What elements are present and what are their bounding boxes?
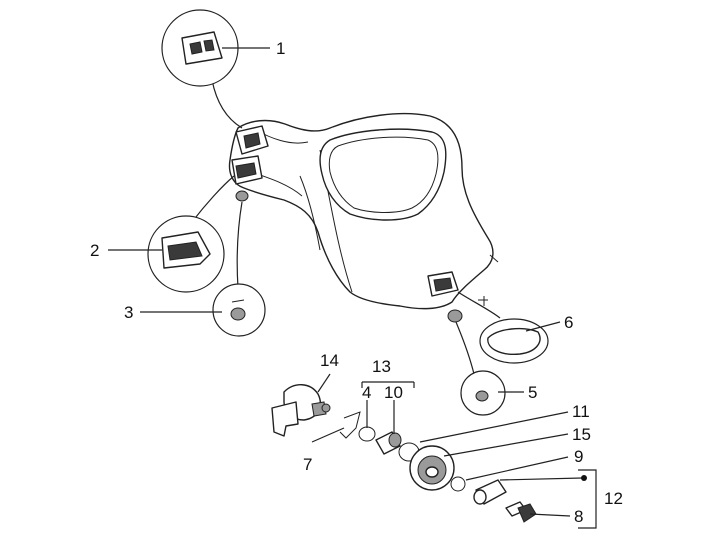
callout-7: 7: [303, 455, 312, 474]
callout-14: 14: [320, 351, 339, 370]
detail-circle-part-2: [147, 175, 235, 293]
detail-circle-part-6: [457, 291, 549, 364]
callout-3: 3: [124, 303, 133, 322]
detail-circle-part-1: [161, 9, 243, 129]
callout-13: 13: [372, 357, 391, 376]
part-4-ring: [358, 426, 376, 442]
callout-15: 15: [572, 425, 591, 444]
part-9-oring: [450, 476, 466, 492]
callout-6: 6: [564, 313, 573, 332]
callout-11: 11: [572, 402, 590, 421]
part-8-key: [505, 501, 537, 523]
callout-4: 4: [362, 383, 371, 402]
callout-8: 8: [574, 507, 583, 526]
part-10-bushing: [375, 431, 402, 455]
detail-circle-part-3: [212, 201, 266, 337]
callout-labels: 1 2 3 4 5 6 7 8 9 10 11 12 13 14 15: [90, 39, 623, 526]
callout-5: 5: [528, 383, 537, 402]
handlebar-cover: [228, 112, 499, 323]
callout-1: 1: [276, 39, 285, 58]
part-14-switch: [271, 384, 331, 437]
callout-12: 12: [604, 489, 623, 508]
callout-2: 2: [90, 241, 99, 260]
callout-9: 9: [574, 447, 583, 466]
detail-circle-part-5: [455, 321, 506, 416]
part-7-clip: [339, 411, 361, 439]
leader-lines: [108, 47, 597, 529]
part-15-lock-body: [409, 445, 455, 491]
callout-10: 10: [384, 383, 403, 402]
part-12-cylinder: [473, 479, 507, 505]
